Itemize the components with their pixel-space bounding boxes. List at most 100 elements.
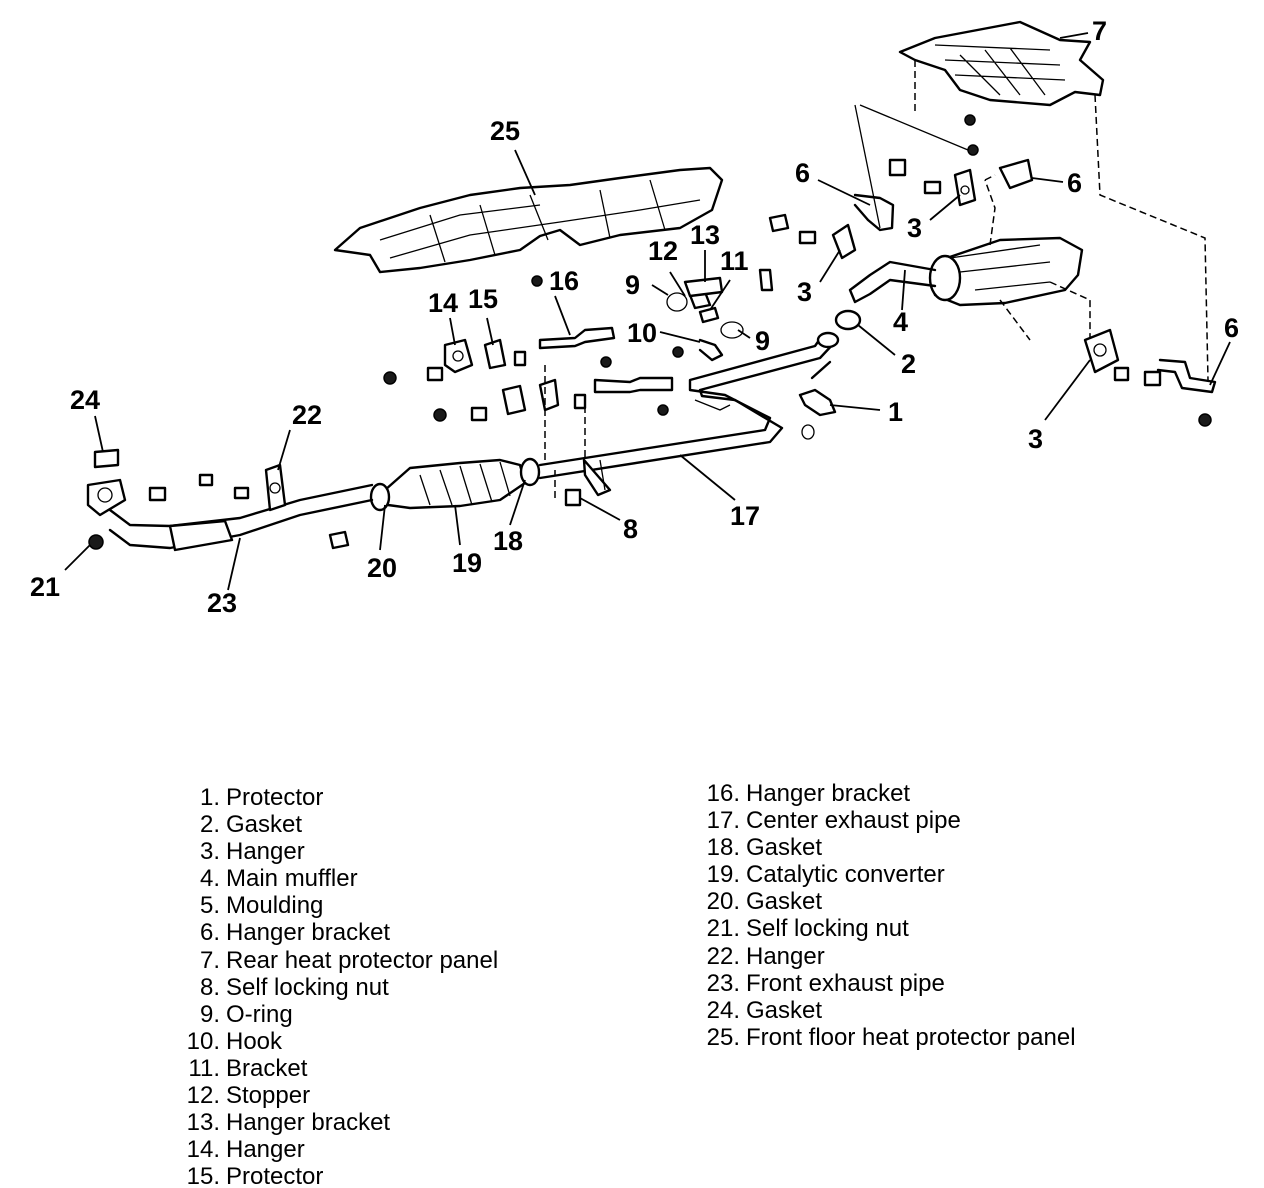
o-ring-9	[666, 292, 688, 312]
callout-4: 4	[893, 307, 908, 337]
legend-item-number: 3.	[199, 838, 220, 866]
legend-item: 16.Hanger bracket	[690, 780, 1076, 807]
legend-item-label: Hanger bracket	[226, 919, 391, 947]
legend-item-number: 5.	[199, 892, 220, 920]
hanger-22	[264, 463, 287, 512]
callout-2: 2	[901, 349, 916, 379]
legend-item-number: 12.	[186, 1082, 220, 1110]
callout-3-left: 3	[797, 277, 812, 307]
hook-10	[698, 338, 724, 362]
legend-item-number: 4.	[199, 865, 220, 893]
hanger-14	[443, 338, 474, 374]
legend-item-label: Self locking nut	[746, 915, 909, 943]
legend-item-label: Hanger	[226, 838, 305, 866]
catalytic-converter	[369, 457, 541, 512]
legend-item: 21.Self locking nut	[690, 915, 1076, 942]
callout-3-mid: 3	[907, 213, 922, 243]
legend-item-label: Protector	[226, 784, 324, 811]
legend-item-label: Gasket	[746, 888, 823, 916]
legend-item-label: Hanger bracket	[226, 1109, 391, 1137]
legend-item: 6.Hanger bracket	[170, 919, 498, 946]
callout-9-right: 9	[755, 326, 770, 356]
legend-item-label: Self locking nut	[226, 973, 389, 1001]
center-exhaust-pipe	[538, 331, 840, 497]
legend-item-label: Gasket	[746, 834, 823, 862]
callout-12: 12	[648, 236, 678, 266]
legend-item: 8.Self locking nut	[170, 974, 498, 1001]
legend-item-number: 15.	[186, 1163, 220, 1188]
legend-item-label: Front exhaust pipe	[746, 969, 945, 997]
legend-item: 13.Hanger bracket	[170, 1109, 498, 1136]
callout-15: 15	[468, 284, 498, 314]
legend-item-number: 2.	[199, 811, 220, 839]
legend-item: 15.Protector	[170, 1163, 498, 1188]
legend-item-number: 24.	[706, 996, 740, 1024]
legend-item-label: O-ring	[226, 1000, 293, 1028]
front-exhaust-pipe	[86, 478, 374, 552]
gasket-2	[834, 309, 862, 331]
legend-item-number: 16.	[706, 780, 740, 807]
hanger-bracket-6-left	[853, 193, 895, 232]
callout-20: 20	[367, 553, 397, 583]
protector-15	[483, 338, 507, 370]
legend-item-number: 20.	[706, 888, 740, 916]
legend-item-label: Hanger	[746, 942, 825, 970]
legend-item-number: 8.	[199, 973, 220, 1001]
front-floor-heat-protector-panel	[333, 166, 724, 274]
legend-item-label: Center exhaust pipe	[746, 807, 961, 835]
callout-6-left: 6	[795, 158, 810, 188]
callout-9-left: 9	[625, 270, 640, 300]
legend-item: 4.Main muffler	[170, 865, 498, 892]
legend-item-number: 9.	[199, 1000, 220, 1028]
legend-item-label: Hook	[226, 1027, 283, 1055]
callouts: 1 2 3 3 3 3 4 6 6 6 7 8 9 9 10 11 12 13 …	[30, 16, 1239, 618]
callout-6-rear: 6	[1224, 313, 1239, 343]
legend-item-number: 11.	[188, 1054, 220, 1082]
callout-6-right: 6	[1067, 168, 1082, 198]
hanger-bracket-13	[683, 276, 724, 298]
legend-item-number: 21.	[706, 915, 740, 943]
legend-item-number: 13.	[186, 1109, 220, 1137]
legend-item-number: 19.	[706, 861, 740, 889]
legend-item-label: Gasket	[226, 811, 303, 839]
legend-item-label: Catalytic converter	[746, 861, 945, 889]
callout-leaders	[64, 32, 1231, 591]
protector-1	[798, 388, 837, 417]
legend-item-label: Hanger bracket	[746, 780, 911, 807]
hanger-3-left	[831, 223, 857, 260]
rear-heat-protector-panel	[898, 20, 1105, 107]
exhaust-system-diagram: 1 2 3 3 3 3 4 6 6 6 7 8 9 9 10 11 12 13 …	[30, 16, 1239, 618]
gasket-24	[93, 448, 120, 469]
legend-item: 20.Gasket	[690, 888, 1076, 915]
legend-item: 18.Gasket	[690, 834, 1076, 861]
legend-item: 2.Gasket	[170, 811, 498, 838]
legend-item-label: Stopper	[226, 1082, 311, 1110]
main-muffler	[848, 236, 1084, 307]
callout-10: 10	[627, 318, 657, 348]
callout-18: 18	[493, 526, 523, 556]
legend-item-number: 6.	[199, 919, 220, 947]
hanger-3-mid	[953, 168, 977, 207]
legend-item-number: 7.	[199, 946, 220, 974]
callout-13: 13	[690, 220, 720, 250]
callout-19: 19	[452, 548, 482, 578]
callout-22: 22	[292, 400, 322, 430]
legend-item: 12.Stopper	[170, 1082, 498, 1109]
legend-item: 10.Hook	[170, 1028, 498, 1055]
hanger-bracket-16	[538, 326, 616, 350]
legend-item-label: Protector	[226, 1163, 324, 1188]
legend-item: 7.Rear heat protector panel	[170, 947, 498, 974]
legend-item-number: 18.	[706, 834, 740, 862]
hanger-bracket-6-right	[998, 158, 1034, 190]
legend-item: 23.Front exhaust pipe	[690, 970, 1076, 997]
callout-23: 23	[207, 588, 237, 618]
legend-item: 19.Catalytic converter	[690, 861, 1076, 888]
callout-14: 14	[428, 288, 458, 318]
legend-item-label: Moulding	[226, 892, 324, 920]
legend-item: 9.O-ring	[170, 1001, 498, 1028]
legend-item-label: Front floor heat protector panel	[746, 1023, 1076, 1051]
callout-7: 7	[1092, 16, 1107, 46]
